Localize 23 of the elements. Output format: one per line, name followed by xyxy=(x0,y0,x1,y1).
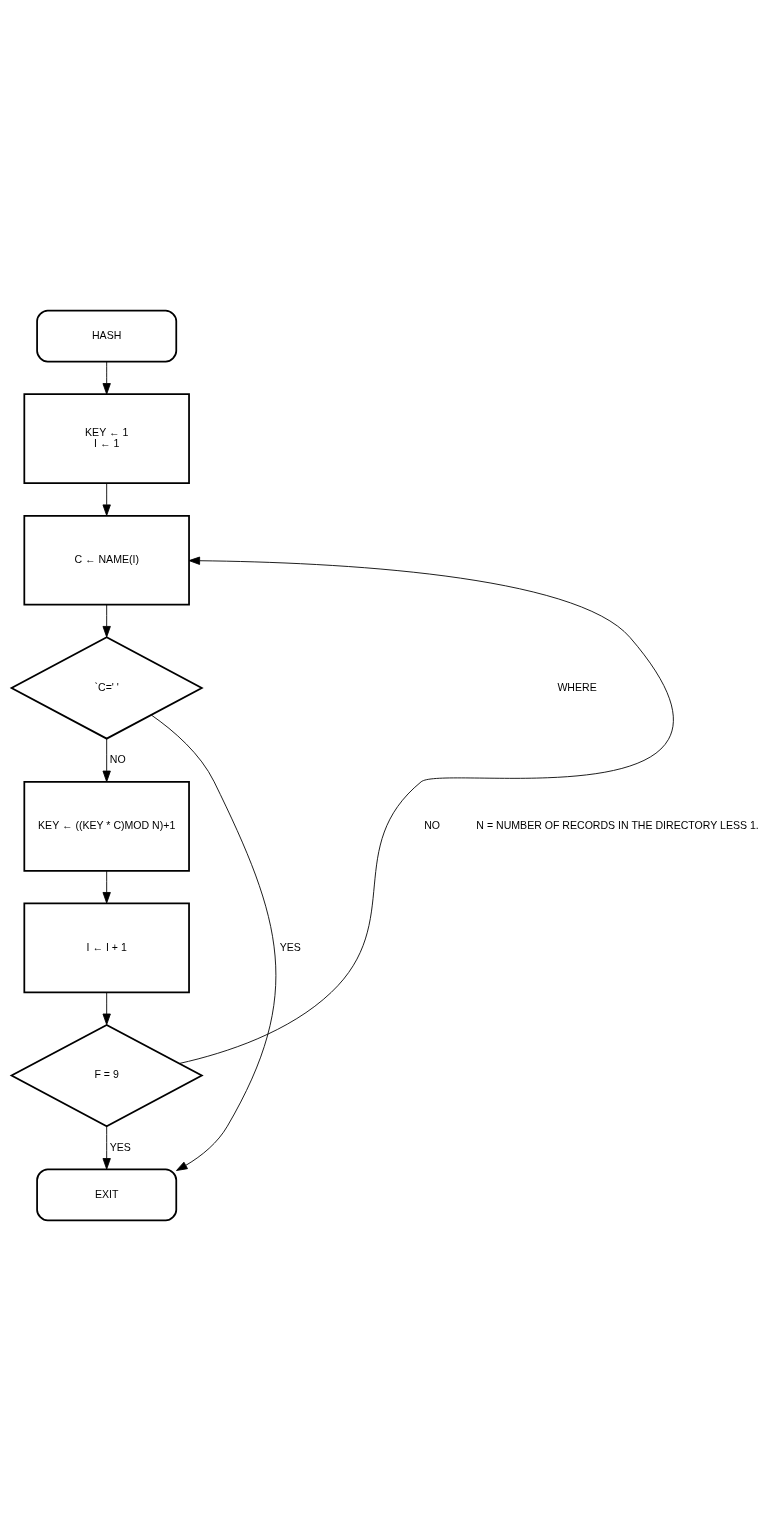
node-box: KEY ← ((KEY * C)MOD N)+1 xyxy=(23,780,190,872)
edge-label: YES xyxy=(109,1140,131,1153)
label: WHERE xyxy=(557,680,597,693)
node-box: I ← I + 1 xyxy=(23,902,190,994)
arrow xyxy=(102,1125,111,1170)
edge-label: YES xyxy=(279,940,301,953)
node-box: KEY ← 1 I ← 1 xyxy=(23,393,190,485)
arrow xyxy=(178,556,674,1064)
arrow xyxy=(102,991,111,1026)
node-diamond: `C=' ' xyxy=(9,636,204,740)
node-box: C ← NAME(I) xyxy=(23,514,190,606)
arrow xyxy=(102,738,111,783)
node-diamond: F = 9 xyxy=(9,1023,204,1128)
arrow xyxy=(102,483,111,516)
arrow xyxy=(102,604,111,638)
node-box: HASH xyxy=(36,309,178,363)
arrow xyxy=(102,361,111,395)
edge-label: NO xyxy=(109,752,126,765)
node-box: EXIT xyxy=(36,1168,178,1222)
edge-label: NO xyxy=(424,819,441,832)
arrow xyxy=(102,870,111,904)
arrow xyxy=(150,714,277,1171)
label: N = NUMBER OF RECORDS IN THE DIRECTORY LESS 1. xyxy=(476,819,759,832)
